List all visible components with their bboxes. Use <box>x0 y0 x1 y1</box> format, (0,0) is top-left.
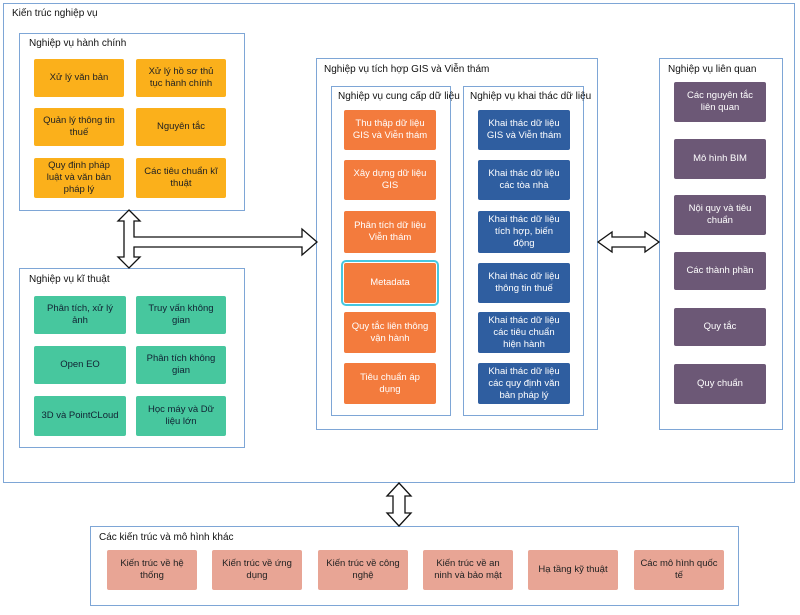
technical-item-0[interactable]: Phân tích, xử lý ảnh <box>34 296 126 334</box>
exploit-frame <box>463 86 584 416</box>
exploit-item-2[interactable]: Khai thác dữ liệu tích hợp, biến động <box>478 211 570 253</box>
technical-item-2[interactable]: Open EO <box>34 346 126 384</box>
provide-frame <box>331 86 451 416</box>
provide-item-2[interactable]: Phân tích dữ liệu Viễn thám <box>344 211 436 253</box>
other-item-0[interactable]: Kiến trúc về hệ thống <box>107 550 197 590</box>
other-item-4[interactable]: Hạ tầng kỹ thuật <box>528 550 618 590</box>
provide-item-0[interactable]: Thu thập dữ liệu GIS và Viễn thám <box>344 110 436 150</box>
provide-item-metadata[interactable]: Metadata <box>341 260 439 306</box>
provide-title: Nghiệp vụ cung cấp dữ liệu <box>338 91 460 102</box>
other-title: Các kiến trúc và mô hình khác <box>99 532 234 543</box>
other-item-5[interactable]: Các mô hình quốc tế <box>634 550 724 590</box>
admin-title: Nghiệp vụ hành chính <box>29 38 127 49</box>
related-frame <box>659 58 783 430</box>
exploit-item-3[interactable]: Khai thác dữ liệu thông tin thuế <box>478 263 570 303</box>
related-item-5[interactable]: Quy chuẩn <box>674 364 766 404</box>
technical-frame <box>19 268 245 448</box>
provide-item-4[interactable]: Quy tắc liên thông vận hành <box>344 312 436 353</box>
business-other-arrow <box>385 482 413 527</box>
related-item-3[interactable]: Các thành phần <box>674 252 766 290</box>
admin-frame <box>19 33 245 211</box>
related-item-2[interactable]: Nội quy và tiêu chuẩn <box>674 195 766 235</box>
gis-related-arrow <box>596 230 661 254</box>
related-title: Nghiệp vụ liên quan <box>668 64 757 75</box>
gis-title: Nghiệp vụ tích hợp GIS và Viễn thám <box>324 64 490 75</box>
provide-item-1[interactable]: Xây dựng dữ liệu GIS <box>344 160 436 200</box>
business-architecture-title: Kiến trúc nghiệp vụ <box>12 8 98 19</box>
other-frame <box>90 526 739 606</box>
related-item-1[interactable]: Mô hình BIM <box>674 139 766 179</box>
admin-item-1[interactable]: Xử lý hồ sơ thủ tục hành chính <box>136 59 226 97</box>
admin-item-4[interactable]: Quy định pháp luật và văn bản pháp lý <box>34 158 124 198</box>
technical-item-4[interactable]: 3D và PointCLoud <box>34 396 126 436</box>
technical-item-3[interactable]: Phân tích không gian <box>136 346 226 384</box>
exploit-item-1[interactable]: Khai thác dữ liệu các tòa nhà <box>478 160 570 200</box>
exploit-item-0[interactable]: Khai thác dữ liệu GIS và Viễn thám <box>478 110 570 150</box>
technical-item-5[interactable]: Học máy và Dữ liệu lớn <box>136 396 226 436</box>
provide-item-5[interactable]: Tiêu chuẩn áp dụng <box>344 363 436 404</box>
related-item-0[interactable]: Các nguyên tắc liên quan <box>674 82 766 122</box>
exploit-item-4[interactable]: Khai thác dữ liệu các tiêu chuẩn hiện hà… <box>478 312 570 353</box>
exploit-title: Nghiệp vụ khai thác dữ liệu <box>470 91 592 102</box>
admin-item-3[interactable]: Nguyên tắc <box>136 108 226 146</box>
other-item-1[interactable]: Kiến trúc về ứng dụng <box>212 550 302 590</box>
admin-technical-gis-arrow <box>116 209 318 269</box>
technical-item-1[interactable]: Truy vấn không gian <box>136 296 226 334</box>
gis-frame <box>316 58 598 430</box>
admin-item-5[interactable]: Các tiêu chuẩn kĩ thuật <box>136 158 226 198</box>
technical-title: Nghiệp vụ kĩ thuật <box>29 274 110 285</box>
exploit-item-5[interactable]: Khai thác dữ liệu các quy định văn bản p… <box>478 363 570 404</box>
related-item-4[interactable]: Quy tắc <box>674 308 766 346</box>
admin-item-2[interactable]: Quản lý thông tin thuế <box>34 108 124 146</box>
admin-item-0[interactable]: Xử lý văn bản <box>34 59 124 97</box>
other-item-3[interactable]: Kiến trúc về an ninh và bảo mật <box>423 550 513 590</box>
other-item-2[interactable]: Kiến trúc về công nghệ <box>318 550 408 590</box>
